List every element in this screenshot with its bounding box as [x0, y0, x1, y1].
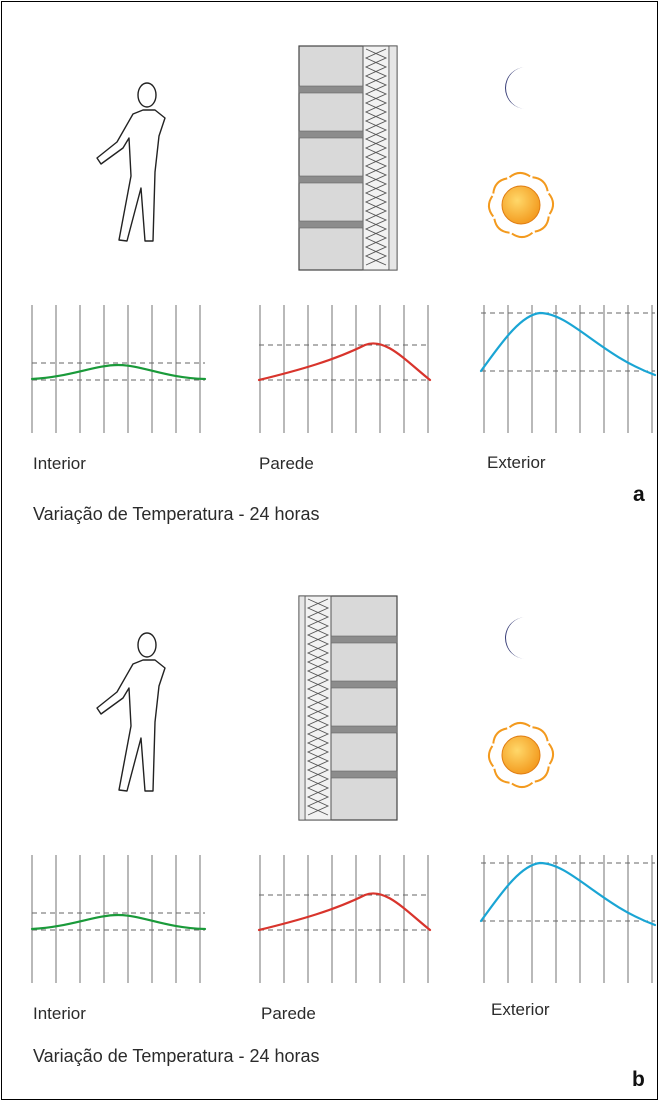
panel-b-exterior-graph	[479, 855, 657, 983]
panel-a-exterior-label: Exterior	[487, 453, 546, 472]
panel-a-interior-label: Interior	[33, 454, 86, 473]
panel-a-letter: a	[633, 483, 645, 506]
panel-b-moon-icon	[505, 617, 526, 659]
panel-a-caption: Variação de Temperatura - 24 horas	[33, 504, 320, 524]
panel-b-caption: Variação de Temperatura - 24 horas	[33, 1046, 320, 1066]
panel-a-person-icon	[96, 82, 166, 242]
panel-a-wall-graph	[257, 305, 432, 433]
panel-a-exterior-graph	[479, 305, 657, 433]
panel-b-person-icon	[96, 632, 166, 792]
panel-a-wall-section-icon	[298, 45, 398, 271]
panel-a-moon-icon	[505, 67, 527, 110]
panel-b-sun-icon	[487, 721, 555, 789]
panel-b-wall-section-icon	[298, 595, 398, 821]
panel-b-interior-graph	[30, 855, 207, 983]
panel-b-letter: b	[632, 1068, 645, 1091]
panel-b-wall-graph	[257, 855, 432, 983]
panel-b-exterior-label: Exterior	[491, 1000, 550, 1019]
panel-b-interior-label: Interior	[33, 1004, 86, 1023]
panel-a-interior-graph	[30, 305, 207, 433]
panel-a-wall-label: Parede	[259, 454, 314, 473]
panel-b-wall-label: Parede	[261, 1004, 316, 1023]
panel-a-sun-icon	[487, 171, 555, 239]
